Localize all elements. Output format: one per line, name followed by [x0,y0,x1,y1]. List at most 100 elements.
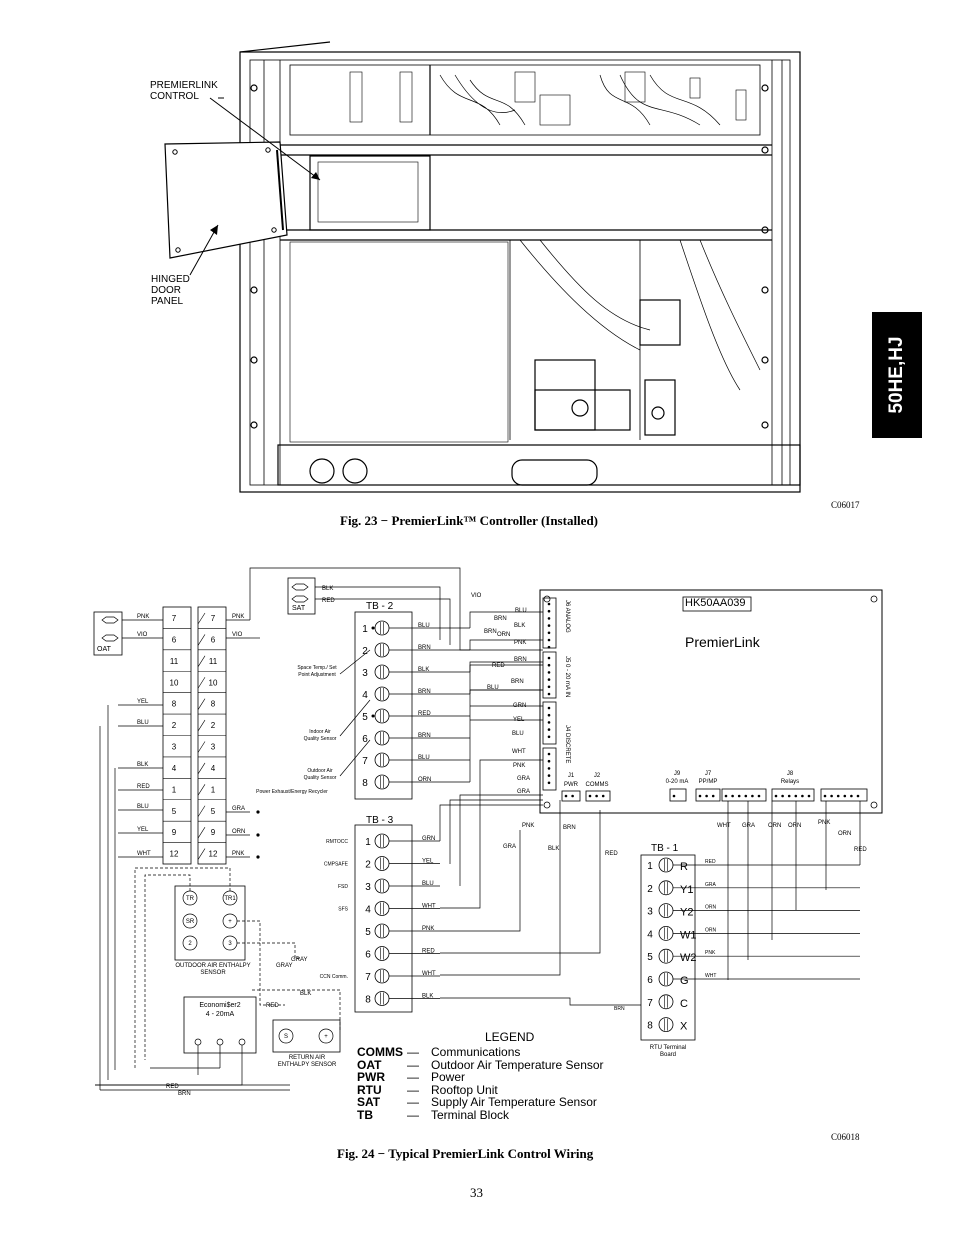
connector-pin [547,721,551,724]
j8-label: J8 [787,771,794,777]
legend-dash: — [407,1057,419,1072]
tb3-signal-label: FSD [338,884,348,890]
wire-end-dot [256,833,260,837]
connector-pin [547,759,551,763]
connector-pin [547,685,551,689]
wire-label: RED [605,851,618,857]
j4-label: J4 DISCRETE [564,725,570,763]
strip-number: 8 [172,700,177,709]
j9-label: J9 [674,771,681,777]
connector-pin [547,617,551,620]
economizer-terminal [216,1038,224,1046]
j8-wire-label: GRA [742,823,755,829]
tb2-terminal-number: 4 [362,690,368,701]
j-wire-label: ORN [497,632,510,638]
tb3-terminal-screw [374,946,390,961]
legend-dash: — [407,1107,419,1122]
callout-line: PREMIERLINK [150,80,218,91]
strip-hook [197,741,206,753]
tb2-terminal-screw [374,642,390,658]
tb1-terminal-label: G [680,975,689,987]
tb3-terminal-screw [374,923,390,939]
wire-end-dot [256,855,260,859]
fig24-code: C06018 [831,1132,860,1142]
strip-hook [197,848,206,860]
legend-row: RTU—Rooftop Unit [357,1084,657,1097]
connector-pin [850,794,853,798]
tb1-terminal-screw [658,948,674,964]
tb1-terminal-label: W1 [680,929,697,941]
strip-hook [197,719,206,732]
legend-value: Terminal Block [431,1107,510,1122]
connector-pin [547,713,551,717]
board-name: PremierLink [685,634,760,650]
left-wire-label: VIO [137,632,148,638]
legend-value: Supply Air Temperature Sensor [431,1095,597,1110]
economizer-line1: Economi$er2 [199,1002,241,1009]
legend-value: Rooftop Unit [431,1082,498,1097]
tb3-terminal-screw [374,901,390,916]
dashed-wire [252,989,341,1030]
j7-sub: PP/MP [699,779,718,785]
connector-pin [547,609,551,613]
wire [727,801,861,980]
tb2-terminal-number: 1 [362,624,368,635]
connector-pin [547,638,551,642]
strip-hook [197,827,206,839]
tb2-sensor-label: Point Adjustment [298,672,336,678]
tb3-terminal-number: 7 [365,972,371,983]
wire-label: BLK [548,846,559,852]
economizer-label: Economi$er2 4 - 20mA [185,1001,255,1019]
right-wire-label: PNK [232,614,244,620]
legend-key: SAT [357,1095,381,1110]
tb3-terminal-number: 8 [365,995,371,1006]
tb3-terminal-number: 6 [365,950,371,961]
tb1-terminal-number: 6 [647,975,653,986]
tb1-terminal-number: 3 [647,907,653,918]
legend-title: LEGEND [485,1030,535,1044]
tb3-wire-label: WHT [422,904,436,910]
right-wire-label: PNK [232,851,244,857]
strip-hook [197,762,206,775]
wire-label: BRN [178,1091,191,1097]
connector-pin [547,631,551,635]
sat-sensor-symbol [291,583,309,591]
screw-slot [664,1018,668,1031]
left-wire-label: WHT [137,851,151,857]
strip-number: 3 [211,743,216,752]
j2-sub: COMMS [586,782,609,788]
screw-slot [380,776,384,788]
screw-slot [380,970,384,982]
connector-pin [547,728,551,731]
left-wire-label: RED [137,784,150,790]
strip-number: 9 [211,828,216,837]
callout-line: PANEL [151,296,184,307]
legend-key: TB [357,1107,373,1122]
connector-pin [737,794,741,798]
screw-slot [664,927,668,940]
wire [439,759,543,909]
fig23-caption: Fig. 23 − PremierLink™ Controller (Insta… [340,513,599,528]
oat-sensor-symbol [101,634,119,642]
screw-slot [664,973,668,985]
tb1-terminal-screw [658,926,674,941]
tb2-terminal-screw [374,620,390,636]
wire [469,611,543,694]
connector-pin [856,794,860,798]
dashed-wire [134,867,231,1070]
tb3-signal-label: CCN Comm. [320,974,348,980]
tb1-terminal-label: X [680,1021,688,1033]
wire [99,705,116,1090]
connector-pin [830,794,833,798]
sat-label: SAT [292,605,306,612]
wire-label: VIO [471,593,482,599]
tb3-wire-label: GRN [422,836,435,842]
page-number: 33 [470,1185,483,1200]
tb2-terminal-screw [374,664,390,680]
tb1-title: TB - 1 [651,843,679,854]
tb2-wire-label: RED [418,711,431,717]
j8-sub: Relays [781,779,799,785]
tb2-terminal-number: 7 [362,756,368,767]
callout-line: HINGED [151,274,190,285]
